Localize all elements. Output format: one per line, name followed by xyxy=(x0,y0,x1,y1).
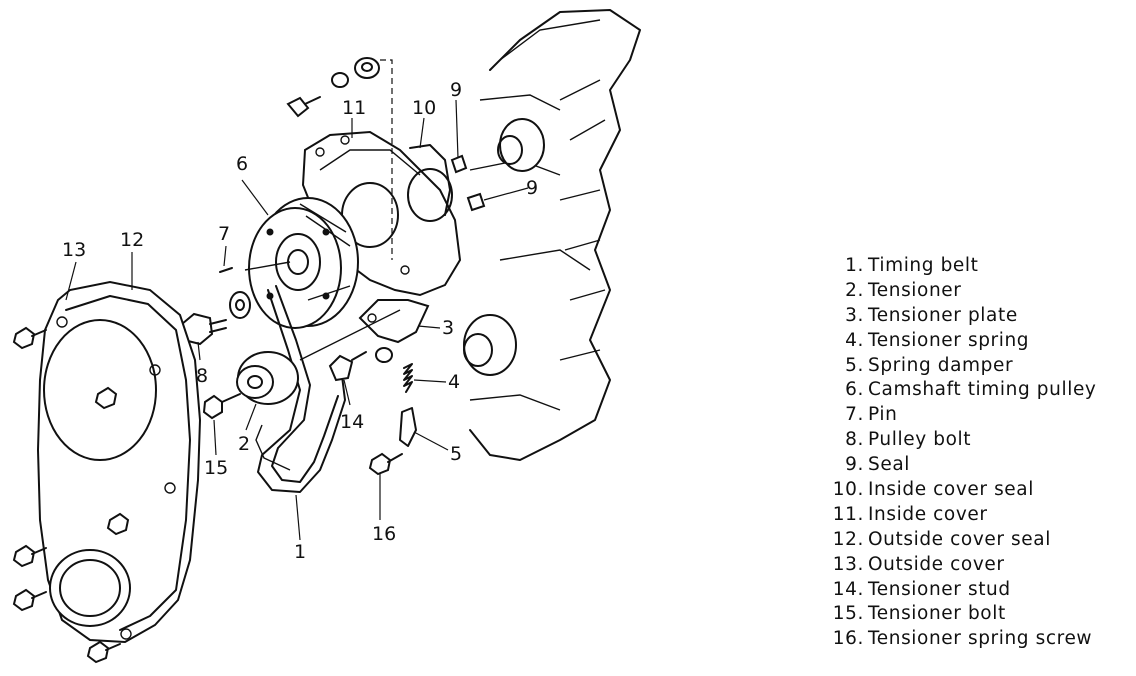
leader-lines xyxy=(65,99,529,541)
callout-3: 3 xyxy=(442,317,454,339)
callout-8: 8 xyxy=(196,365,208,387)
legend-item: 14.Tensioner stud xyxy=(832,578,1011,600)
callout-13: 13 xyxy=(62,239,86,261)
tensioner-stud xyxy=(328,351,367,382)
legend-item: 4.Tensioner spring xyxy=(845,329,1030,351)
inside-cover-seal xyxy=(409,144,451,216)
legend-item: 2.Tensioner xyxy=(845,279,962,301)
callout-14: 14 xyxy=(340,411,364,433)
tensioner-plate xyxy=(299,299,430,363)
legend-item: 16.Tensioner spring screw xyxy=(832,628,1093,650)
legend-item: 15.Tensioner bolt xyxy=(832,603,1006,625)
parts-legend: 1.Timing belt 2.Tensioner 3.Tensioner pl… xyxy=(812,254,1096,652)
callout-labels: 1 2 3 4 5 6 7 8 9 9 10 11 12 13 14 15 16 xyxy=(62,79,538,563)
engine-block xyxy=(463,9,641,461)
legend-item: 8.Pulley bolt xyxy=(845,429,972,451)
legend-item: 13.Outside cover xyxy=(832,553,1005,575)
washers-and-bolts-top xyxy=(286,57,393,260)
tensioner xyxy=(236,351,299,405)
legend-item: 10.Inside cover seal xyxy=(832,479,1034,501)
callout-7: 7 xyxy=(218,223,230,245)
spring-damper xyxy=(399,407,417,447)
legend-item: 7.Pin xyxy=(845,404,898,426)
callout-11: 11 xyxy=(342,97,366,119)
cover-bolts xyxy=(12,326,130,664)
legend-item: 12.Outside cover seal xyxy=(832,528,1051,550)
legend-item: 3.Tensioner plate xyxy=(845,304,1018,326)
outside-cover xyxy=(36,280,202,644)
callout-16: 16 xyxy=(372,523,396,545)
callout-9a: 9 xyxy=(450,79,462,101)
callout-6: 6 xyxy=(236,153,248,175)
pin xyxy=(219,267,233,273)
legend-item: 1.Timing belt xyxy=(845,255,979,276)
tensioner-spring-screw xyxy=(368,452,403,476)
callout-9b: 9 xyxy=(526,177,538,199)
callout-2: 2 xyxy=(238,433,250,455)
legend-item: 9.Seal xyxy=(845,454,911,476)
tensioner-bolt xyxy=(202,393,241,420)
callout-15: 15 xyxy=(204,457,228,479)
legend-item: 5.Spring damper xyxy=(845,354,1014,376)
callout-12: 12 xyxy=(120,229,144,251)
legend-item: 6.Camshaft timing pulley xyxy=(845,379,1097,401)
legend-item: 11.Inside cover xyxy=(832,503,988,525)
callout-4: 4 xyxy=(448,371,460,393)
pulley-bolt xyxy=(180,291,251,346)
camshaft-timing-pulley xyxy=(248,197,359,329)
tensioner-spring xyxy=(403,363,413,393)
callout-1: 1 xyxy=(294,541,306,563)
callout-10: 10 xyxy=(412,97,436,119)
seals xyxy=(450,154,486,212)
callout-5: 5 xyxy=(450,443,462,465)
